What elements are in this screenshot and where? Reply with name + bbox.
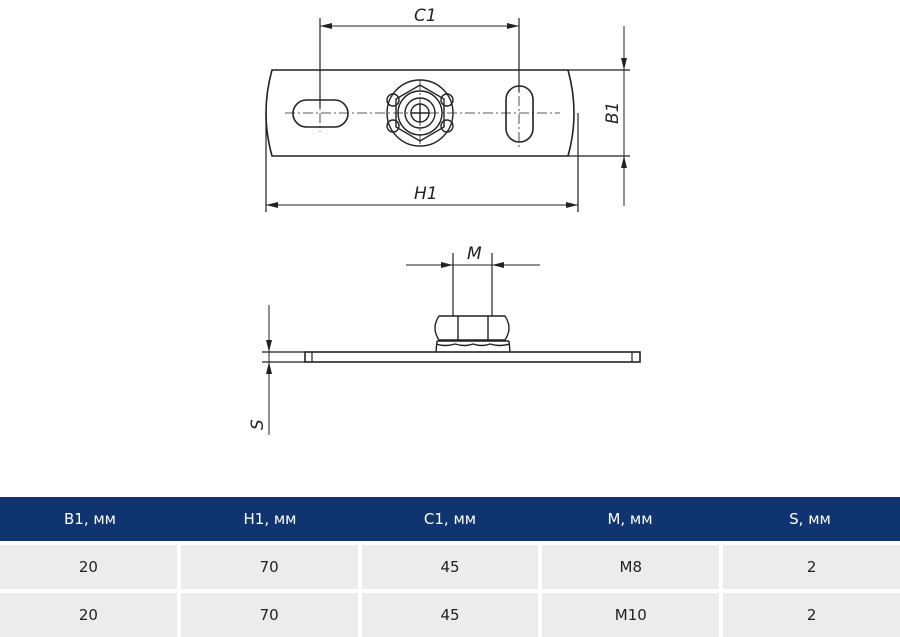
table-row: 20 70 45 M10 2: [0, 593, 900, 637]
cell-b1: 20: [0, 593, 177, 637]
dim-label-s: S: [248, 419, 268, 430]
cell-h1: 70: [180, 545, 358, 589]
cell-m: M8: [542, 545, 720, 589]
cell-s: 2: [723, 545, 900, 589]
header-h1: H1, мм: [243, 510, 297, 528]
header-m: M, мм: [607, 510, 653, 528]
dim-label-m: M: [467, 244, 482, 264]
header-c1: C1, мм: [423, 510, 477, 528]
cell-h1: 70: [180, 593, 358, 637]
technical-drawing: C1 H1 M B1 S: [248, 6, 641, 435]
header-b1: B1, мм: [63, 510, 116, 528]
cell-s: 2: [723, 593, 900, 637]
table-row: 20 70 45 M8 2: [0, 545, 900, 589]
plate-side-view: [304, 351, 641, 363]
cell-c1: 45: [361, 545, 539, 589]
table-header-row: B1, мм H1, мм C1, мм M, мм S, мм: [0, 497, 900, 541]
header-s: S, мм: [789, 510, 831, 528]
nut-side-view: [434, 315, 511, 353]
nut-top-view: [386, 79, 454, 147]
dim-label-c1: C1: [414, 6, 437, 26]
cell-c1: 45: [361, 593, 539, 637]
right-slot: [505, 85, 534, 143]
dimensions-table: B1, мм H1, мм C1, мм M, мм S, мм 20 70 4…: [0, 497, 900, 637]
dim-label-h1: H1: [414, 184, 438, 204]
dim-label-b1: B1: [603, 102, 623, 124]
cell-m: M10: [542, 593, 720, 637]
cell-b1: 20: [0, 545, 177, 589]
